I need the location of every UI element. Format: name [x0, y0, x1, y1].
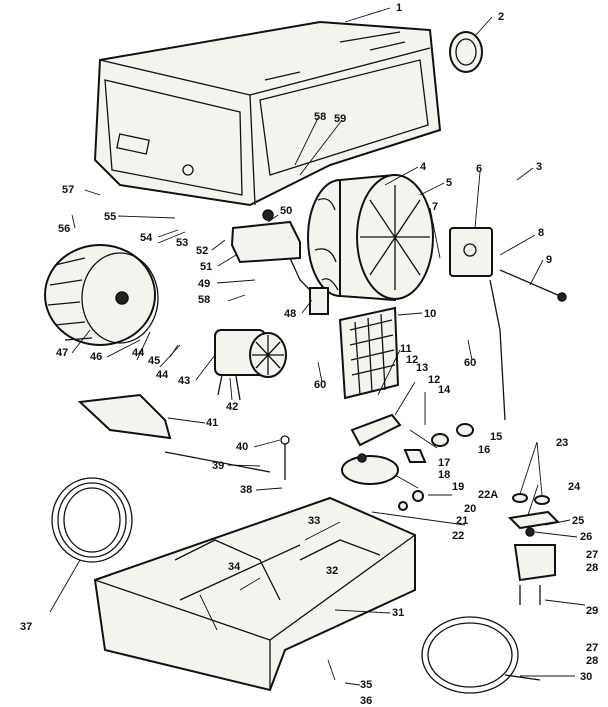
valve-hardware	[350, 413, 474, 511]
callout-21: 21	[456, 515, 468, 527]
reservoir-tank	[93, 496, 416, 692]
callout-56: 56	[58, 223, 70, 235]
callout-53: 53	[176, 237, 188, 249]
callout-51: 51	[200, 261, 212, 273]
callout-18: 18	[438, 469, 450, 481]
callout-23: 23	[556, 437, 568, 449]
callout-46: 46	[90, 351, 102, 363]
callout-14: 14	[438, 384, 451, 396]
callout-27a: 27	[586, 549, 598, 561]
callout-29: 29	[586, 605, 598, 617]
cabinet-cover	[93, 20, 442, 207]
callout-15: 15	[490, 431, 502, 443]
power-cord	[421, 616, 541, 694]
callout-39: 39	[212, 460, 224, 472]
coiled-hose	[51, 477, 133, 563]
callout-49: 49	[198, 278, 210, 290]
callout-6: 6	[476, 163, 482, 175]
callout-55: 55	[104, 211, 116, 223]
callout-44a: 44	[132, 347, 145, 359]
callout-4: 4	[420, 161, 427, 173]
callout-22a: 22A	[478, 489, 498, 501]
callout-28a: 28	[586, 562, 598, 574]
callout-54: 54	[140, 232, 153, 244]
leader-lines	[49, 7, 586, 686]
callout-7: 7	[432, 201, 438, 213]
callout-37: 37	[20, 621, 32, 633]
callout-50: 50	[280, 205, 292, 217]
float-valve	[341, 453, 399, 485]
callout-41: 41	[206, 417, 218, 429]
callout-59: 59	[334, 113, 346, 125]
relay-box	[309, 287, 329, 315]
callout-8: 8	[538, 227, 544, 239]
callout-31: 31	[392, 607, 404, 619]
callout-36: 36	[360, 695, 372, 707]
humidistat-control	[449, 227, 506, 421]
callout-33: 33	[308, 515, 320, 527]
evaporator-drum	[307, 173, 434, 302]
switch-block	[230, 209, 311, 291]
callout-58a: 58	[198, 294, 210, 306]
callout-43: 43	[178, 375, 190, 387]
callout-20: 20	[464, 503, 476, 515]
callout-38: 38	[240, 484, 252, 496]
callout-48: 48	[284, 308, 296, 320]
callout-28b: 28	[586, 655, 598, 667]
callout-30: 30	[580, 671, 592, 683]
callout-17: 17	[438, 457, 450, 469]
fan-motor	[214, 329, 287, 401]
callout-labels: 1 2 3 4 5 6 7 8 9 10 11 12 12 13 14 15 1…	[20, 2, 598, 707]
callout-16: 16	[478, 444, 490, 456]
float-arm	[164, 435, 290, 480]
callout-52: 52	[196, 245, 208, 257]
callout-42: 42	[226, 401, 238, 413]
callout-45: 45	[148, 355, 160, 367]
callout-58b: 58	[314, 111, 326, 123]
callout-10: 10	[424, 308, 436, 320]
callout-27b: 27	[586, 642, 598, 654]
callout-35: 35	[360, 679, 372, 691]
callout-44b: 44	[156, 369, 169, 381]
callout-1: 1	[396, 2, 402, 14]
callout-32: 32	[326, 565, 338, 577]
callout-12b: 12	[428, 374, 440, 386]
callout-40: 40	[236, 441, 248, 453]
callout-60b: 60	[464, 357, 476, 369]
gasket-ring	[449, 31, 483, 73]
callout-24: 24	[568, 481, 581, 493]
callout-3: 3	[536, 161, 542, 173]
callout-22: 22	[452, 530, 464, 542]
callout-11: 11	[400, 343, 412, 355]
wick-panel	[338, 306, 400, 400]
blower-wheel	[44, 244, 159, 346]
callout-25: 25	[572, 515, 584, 527]
knob-shaft	[499, 269, 567, 302]
callout-34: 34	[228, 561, 241, 573]
bracket-hardware	[507, 493, 561, 605]
callout-13: 13	[416, 362, 428, 374]
callout-47: 47	[56, 347, 68, 359]
callout-5: 5	[446, 177, 452, 189]
callout-2: 2	[498, 11, 504, 23]
callout-26: 26	[580, 531, 592, 543]
callout-60a: 60	[314, 379, 326, 391]
louver-duct	[77, 393, 172, 440]
callout-9: 9	[546, 254, 552, 266]
callout-19: 19	[452, 481, 464, 493]
callout-57: 57	[62, 184, 74, 196]
callout-12a: 12	[406, 354, 418, 366]
